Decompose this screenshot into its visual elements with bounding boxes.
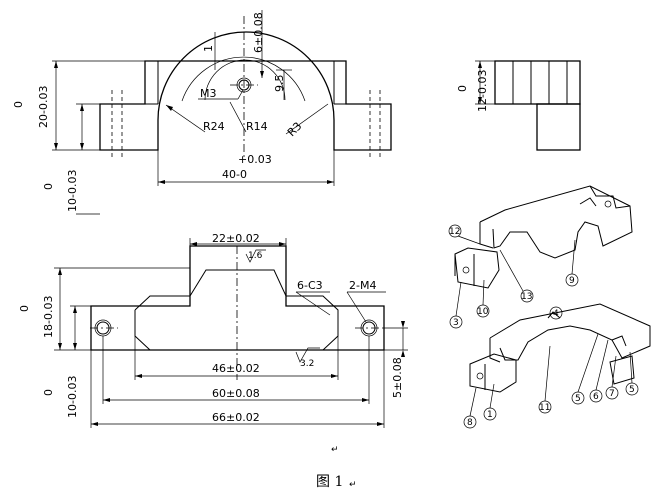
dim-66: 66±0.02 <box>212 411 260 424</box>
front-view: 20-0.03 0 10-0.03 0 40-0 +0.03 6±0.08 1 … <box>12 10 392 215</box>
label-r14: R14 <box>246 120 268 133</box>
callout-3: 3 <box>453 318 459 328</box>
dim-1: 1 <box>202 45 215 52</box>
callout-7: 7 <box>609 389 615 399</box>
caption-mark: ↵ <box>349 480 357 490</box>
roughness-top: 1.6 <box>248 251 263 261</box>
dim-20-zero: 0 <box>12 101 25 108</box>
callout-5b: 5 <box>629 385 635 395</box>
dim-10b-zero: 0 <box>42 389 55 396</box>
dim-12-zero: 0 <box>456 85 469 92</box>
dim-6: 6±0.08 <box>252 12 265 53</box>
isometric-lower: 4 8 1 11 5 6 7 5 <box>463 303 651 429</box>
dim-46: 46±0.02 <box>212 362 260 375</box>
callout-8: 8 <box>467 418 473 428</box>
label-chamfer: 6-C3 <box>297 279 323 292</box>
side-view: 12-0.03 0 <box>456 60 581 151</box>
callout-12: 12 <box>449 227 460 237</box>
callout-6: 6 <box>593 392 599 402</box>
callout-1: 1 <box>487 410 493 420</box>
label-m3: M3 <box>200 87 217 100</box>
figure-caption: 图 1 <box>316 474 343 490</box>
label-r24: R24 <box>203 120 225 133</box>
dim-5: 5±0.08 <box>391 357 404 398</box>
callout-9: 9 <box>569 276 575 286</box>
callout-5a: 5 <box>575 394 581 404</box>
callout-11: 11 <box>539 403 550 413</box>
dim-12: 12-0.03 <box>476 70 489 112</box>
dim-10b: 10-0.03 <box>66 376 79 418</box>
roughness-bottom: 3.2 <box>300 359 314 369</box>
dim-10-zero: 0 <box>42 183 55 190</box>
callout-4: 4 <box>553 309 559 319</box>
dim-40-tol: +0.03 <box>238 153 272 166</box>
callout-13: 13 <box>521 292 532 302</box>
dim-22: 22±0.02 <box>212 232 260 245</box>
dim-60: 60±0.08 <box>212 387 260 400</box>
dim-18: 18-0.03 <box>42 296 55 338</box>
dim-10: 10-0.03 <box>66 170 79 212</box>
dim-20: 20-0.03 <box>37 86 50 128</box>
isometric-upper: 12 13 9 10 3 <box>448 185 633 329</box>
label-thread: 2-M4 <box>349 279 376 292</box>
dim-9-5: 9.5 <box>273 75 286 93</box>
return-mark: ↵ <box>331 445 339 455</box>
dim-18-zero: 0 <box>18 305 31 312</box>
dim-40: 40-0 <box>222 168 247 181</box>
callout-10: 10 <box>477 307 489 317</box>
top-view: 22±0.02 1.6 18-0.03 0 10-0.03 0 6-C3 2-M… <box>18 232 408 428</box>
